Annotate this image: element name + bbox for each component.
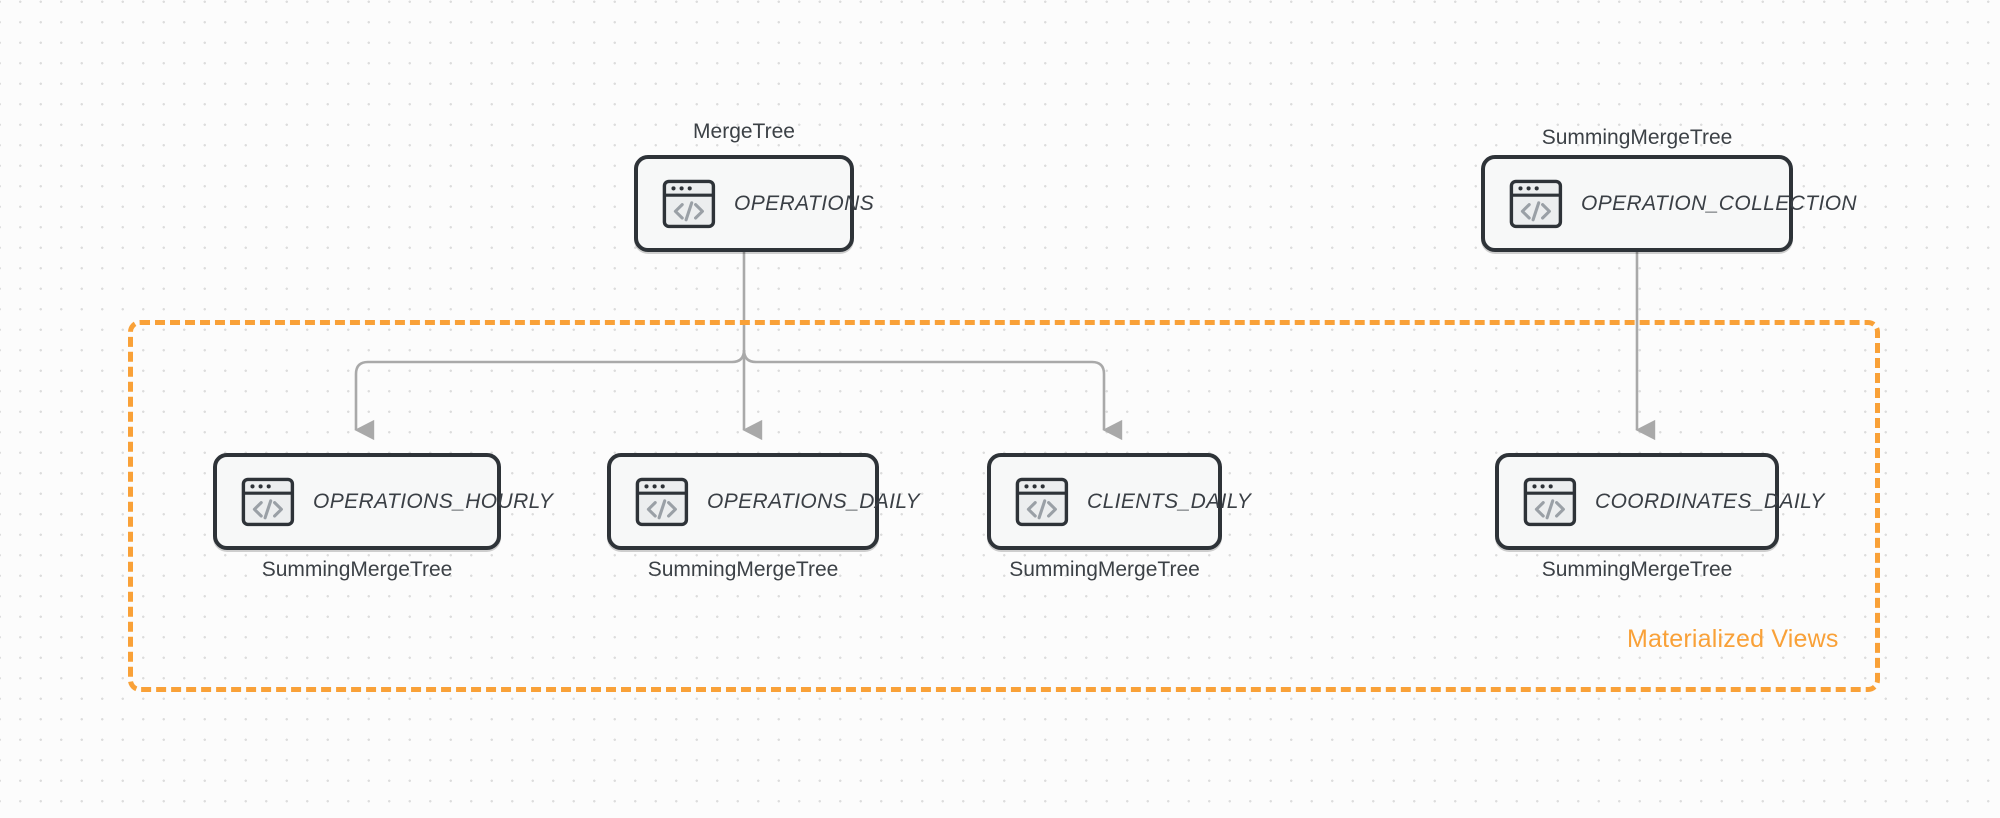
code-window-icon	[241, 476, 295, 528]
materialized-views-label: Materialized Views	[1627, 625, 1839, 653]
engine-label-operations-hourly: SummingMergeTree	[261, 558, 453, 581]
node-title-operation-collection: OPERATION_COLLECTION	[1581, 191, 1857, 215]
node-clients-daily[interactable]: CLIENTS_DAILY	[987, 453, 1251, 550]
code-window-icon	[1523, 476, 1577, 528]
node-operations-hourly[interactable]: OPERATIONS_HOURLY	[213, 453, 553, 550]
node-title-operations-daily: OPERATIONS_DAILY	[707, 489, 920, 513]
engine-label-clients-daily: SummingMergeTree	[1009, 558, 1200, 581]
code-window-icon	[635, 476, 689, 528]
code-window-icon	[1509, 178, 1563, 230]
node-operations[interactable]: OPERATIONS	[634, 155, 874, 252]
node-title-clients-daily: CLIENTS_DAILY	[1087, 489, 1252, 513]
engine-label-operations: MergeTree	[693, 120, 795, 143]
materialized-views-group	[128, 320, 1880, 692]
engine-label-coordinates-daily: SummingMergeTree	[1541, 558, 1733, 581]
node-title-operations: OPERATIONS	[734, 191, 875, 215]
code-window-icon	[662, 178, 716, 230]
engine-label-operations-daily: SummingMergeTree	[647, 558, 839, 581]
code-window-icon	[1015, 476, 1069, 528]
node-title-operations-hourly: OPERATIONS_HOURLY	[313, 489, 554, 513]
node-operation-collection[interactable]: OPERATION_COLLECTION	[1481, 155, 1857, 252]
engine-label-operation-collection: SummingMergeTree	[1541, 126, 1733, 149]
node-title-coordinates-daily: COORDINATES_DAILY	[1595, 489, 1825, 513]
node-coordinates-daily[interactable]: COORDINATES_DAILY	[1495, 453, 1824, 550]
node-operations-daily[interactable]: OPERATIONS_DAILY	[607, 453, 920, 550]
